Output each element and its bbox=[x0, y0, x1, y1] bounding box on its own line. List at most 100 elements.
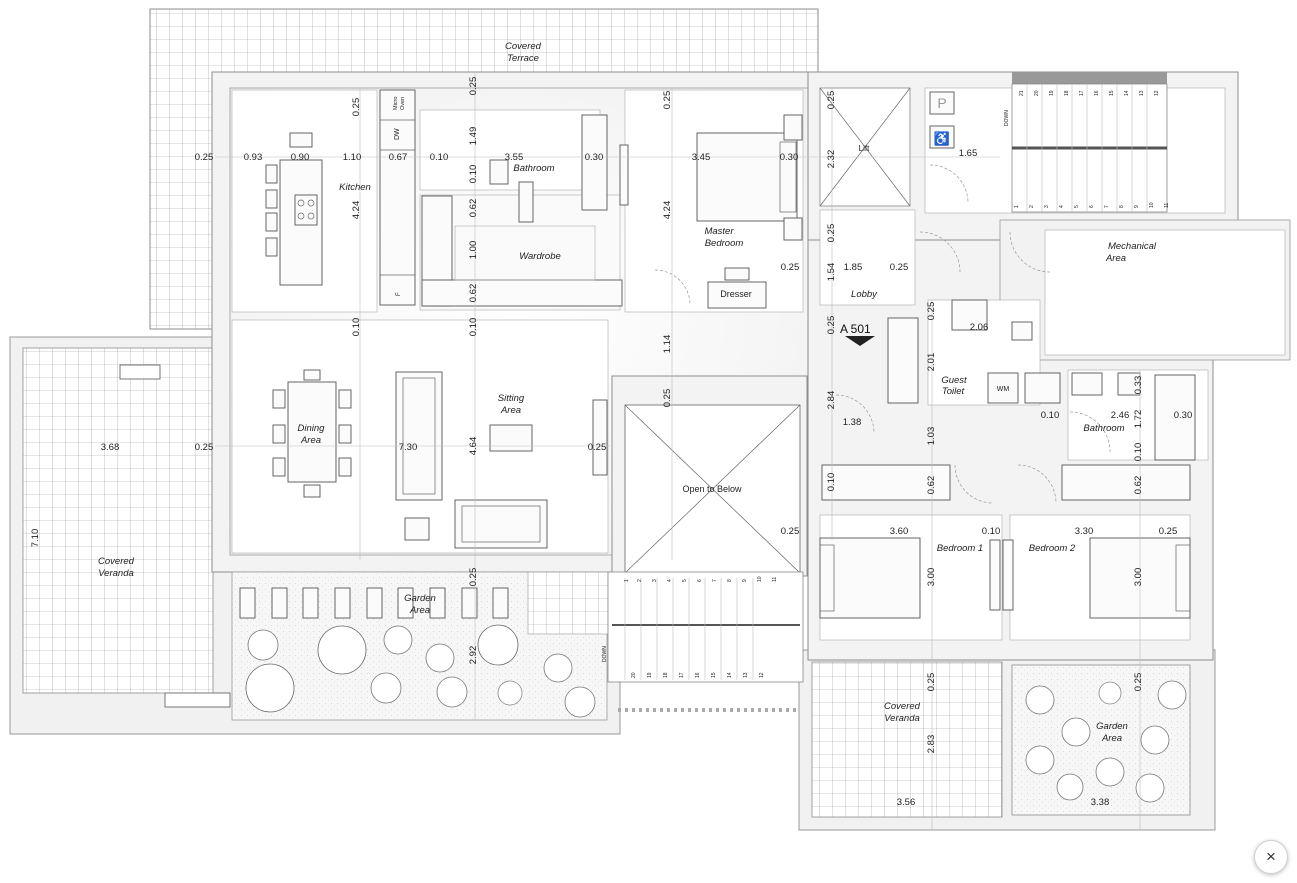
svg-text:12: 12 bbox=[1154, 90, 1160, 96]
garden-right-label-2: Area bbox=[1101, 733, 1122, 744]
svg-text:0.25: 0.25 bbox=[1133, 673, 1144, 692]
svg-text:5: 5 bbox=[682, 579, 688, 582]
svg-text:0.33: 0.33 bbox=[1133, 376, 1144, 395]
micro-oven-label-1: Micro bbox=[393, 97, 399, 110]
vertical-dimension-labels: 0.25 0.25 1.49 0.10 0.25 4.24 4.24 0.62 … bbox=[30, 77, 1144, 754]
svg-text:0.25: 0.25 bbox=[826, 224, 837, 243]
svg-text:0.62: 0.62 bbox=[468, 284, 479, 303]
lower-stair-numbers: 1 2 3 4 5 6 7 8 9 10 11 20 19 18 17 16 1… bbox=[624, 576, 778, 678]
svg-text:1.49: 1.49 bbox=[468, 127, 479, 146]
svg-text:0.30: 0.30 bbox=[780, 152, 799, 163]
svg-text:4.24: 4.24 bbox=[662, 201, 673, 220]
svg-text:0.25: 0.25 bbox=[195, 442, 214, 453]
close-icon[interactable]: × bbox=[1266, 847, 1276, 866]
svg-text:0.25: 0.25 bbox=[468, 568, 479, 587]
open-to-below-label: Open to Below bbox=[682, 484, 742, 494]
svg-text:0.10: 0.10 bbox=[468, 318, 479, 337]
kitchen-counter bbox=[379, 89, 416, 306]
svg-text:4.64: 4.64 bbox=[468, 437, 479, 456]
lobby-label: Lobby bbox=[851, 289, 878, 300]
svg-text:2.83: 2.83 bbox=[926, 735, 937, 754]
svg-text:18: 18 bbox=[1064, 90, 1070, 96]
svg-text:0.30: 0.30 bbox=[585, 152, 604, 163]
dimension-labels: 0.25 0.93 0.90 1.10 0.67 0.10 3.55 0.30 … bbox=[101, 148, 1193, 808]
master-bedroom-label-2: Bedroom bbox=[705, 238, 744, 249]
covered-terrace-label-1: Covered bbox=[505, 41, 542, 52]
svg-text:3: 3 bbox=[652, 579, 658, 582]
upper-stair-numbers: 21 20 19 18 17 16 15 14 13 12 1 2 3 4 5 … bbox=[1014, 90, 1170, 208]
parking-icons: P ♿ bbox=[929, 91, 955, 149]
svg-text:0.25: 0.25 bbox=[351, 98, 362, 117]
svg-text:0.62: 0.62 bbox=[1133, 476, 1144, 495]
svg-text:7.30: 7.30 bbox=[399, 442, 418, 453]
svg-text:4: 4 bbox=[1059, 205, 1065, 208]
closets-bedrooms bbox=[821, 464, 1191, 501]
close-button[interactable]: × bbox=[1254, 840, 1288, 874]
sitting-label-2: Area bbox=[500, 405, 521, 416]
svg-text:20: 20 bbox=[1034, 90, 1040, 96]
svg-text:4.24: 4.24 bbox=[351, 201, 362, 220]
svg-text:18: 18 bbox=[663, 672, 669, 678]
kitchen-island bbox=[265, 132, 323, 286]
lift-label: Lift bbox=[859, 144, 870, 153]
svg-text:0.10: 0.10 bbox=[468, 165, 479, 184]
svg-text:0.10: 0.10 bbox=[826, 473, 837, 492]
svg-text:14: 14 bbox=[1124, 90, 1130, 96]
svg-text:0.25: 0.25 bbox=[926, 673, 937, 692]
svg-text:3.45: 3.45 bbox=[692, 152, 711, 163]
garden-left-label-1: Garden bbox=[404, 593, 436, 604]
svg-text:0.25: 0.25 bbox=[468, 77, 479, 96]
veranda-left-label-2: Veranda bbox=[98, 568, 134, 579]
svg-text:4: 4 bbox=[667, 579, 673, 582]
kitchen-label: Kitchen bbox=[339, 182, 371, 193]
svg-text:0.25: 0.25 bbox=[662, 91, 673, 110]
svg-text:2.01: 2.01 bbox=[926, 353, 937, 372]
svg-text:0.10: 0.10 bbox=[1041, 410, 1060, 421]
svg-text:11: 11 bbox=[772, 577, 778, 582]
svg-text:0.25: 0.25 bbox=[662, 389, 673, 408]
svg-text:1.65: 1.65 bbox=[959, 148, 978, 159]
svg-text:6: 6 bbox=[697, 579, 703, 582]
garden-right-label-1: Garden bbox=[1096, 721, 1128, 732]
svg-text:1.54: 1.54 bbox=[826, 263, 837, 282]
open-to-below: Open to Below bbox=[611, 375, 808, 577]
upper-staircase: DOWN bbox=[1004, 72, 1168, 213]
garden-area-left bbox=[231, 571, 609, 721]
svg-text:3.38: 3.38 bbox=[1091, 797, 1110, 808]
svg-text:21: 21 bbox=[1019, 90, 1025, 96]
svg-text:3.00: 3.00 bbox=[1133, 568, 1144, 587]
svg-text:10: 10 bbox=[757, 576, 763, 582]
svg-text:3.60: 3.60 bbox=[890, 526, 909, 537]
garden-left-label-2: Area bbox=[409, 605, 430, 616]
svg-text:2.92: 2.92 bbox=[468, 646, 479, 665]
svg-text:0.25: 0.25 bbox=[826, 316, 837, 335]
svg-text:1.03: 1.03 bbox=[926, 427, 937, 446]
sofa bbox=[395, 371, 608, 549]
svg-text:1.85: 1.85 bbox=[844, 262, 863, 273]
master-bed bbox=[696, 114, 803, 309]
svg-text:3.55: 3.55 bbox=[505, 152, 524, 163]
dining-label-2: Area bbox=[300, 435, 321, 446]
svg-text:0.67: 0.67 bbox=[389, 152, 408, 163]
svg-text:2.46: 2.46 bbox=[1111, 410, 1130, 421]
svg-text:2.84: 2.84 bbox=[826, 391, 837, 410]
svg-text:16: 16 bbox=[695, 672, 701, 678]
accessible-icon: ♿ bbox=[934, 131, 950, 146]
master-bedroom-label-1: Master bbox=[704, 226, 734, 237]
svg-text:16: 16 bbox=[1094, 90, 1100, 96]
bedroom-1-label: Bedroom 1 bbox=[937, 543, 983, 554]
svg-text:0.25: 0.25 bbox=[195, 152, 214, 163]
mechanical-label-1: Mechanical bbox=[1108, 241, 1157, 252]
wardrobe-unit bbox=[421, 195, 623, 307]
covered-terrace-label-2: Terrace bbox=[507, 53, 539, 64]
svg-text:5: 5 bbox=[1074, 205, 1080, 208]
svg-text:12: 12 bbox=[759, 672, 765, 678]
lower-staircase: DOWN bbox=[602, 571, 804, 712]
svg-text:2.32: 2.32 bbox=[826, 150, 837, 169]
veranda-left-label-1: Covered bbox=[98, 556, 135, 567]
svg-text:0.10: 0.10 bbox=[430, 152, 449, 163]
svg-text:2.06: 2.06 bbox=[970, 322, 989, 333]
svg-text:3.56: 3.56 bbox=[897, 797, 916, 808]
svg-text:7: 7 bbox=[1104, 205, 1110, 208]
